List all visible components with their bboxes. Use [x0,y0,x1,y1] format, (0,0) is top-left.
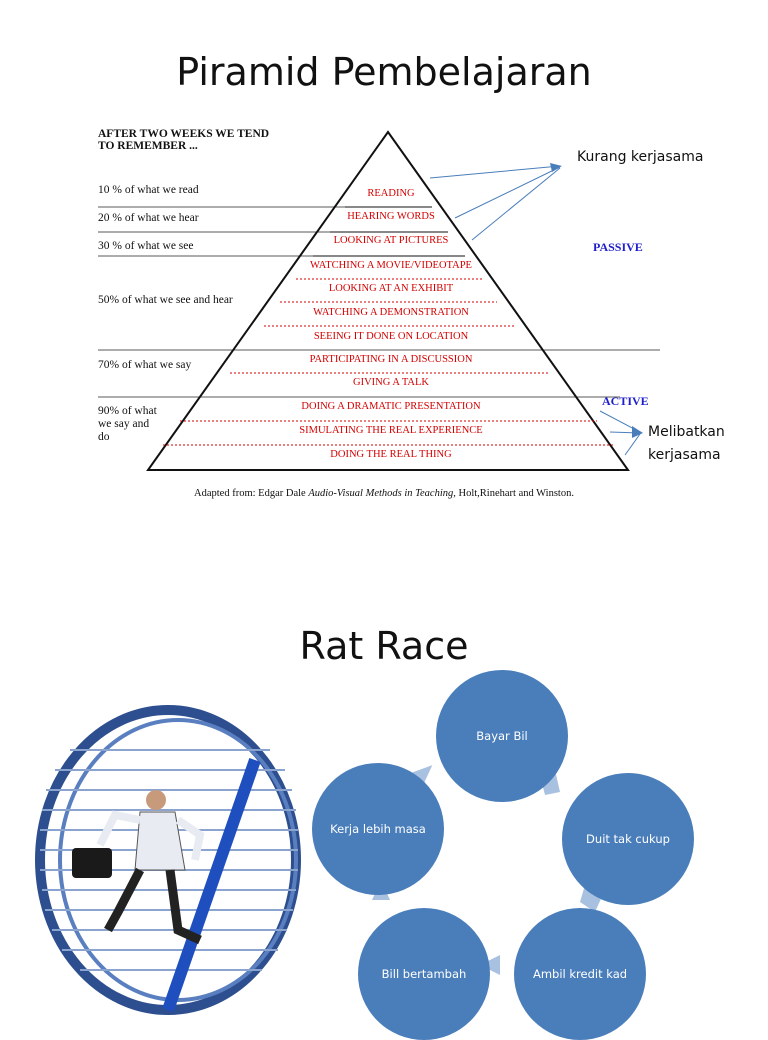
retention-see: 30 % of what we see [98,240,194,252]
running-man-icon [72,790,205,945]
cycle-node-bill-bertambah: Bill bertambah [358,908,490,1040]
cycle-node-duit-tak-cukup: Duit tak cukup [562,773,694,905]
cycle-node-label: Bayar Bil [476,728,528,743]
band-label: GIVING A TALK [353,377,429,388]
band-label: LOOKING AT PICTURES [333,235,449,246]
credit-suffix: , Holt,Rinehart and Winston. [453,488,574,499]
credit-prefix: Adapted from: Edgar Dale [194,488,309,499]
retention-read: 10 % of what we read [98,184,199,196]
band-label: LOOKING AT AN EXHIBIT [328,283,454,294]
kurang-kerjasama-note: Kurang kerjasama [577,149,704,165]
band-label: PARTICIPATING IN A DISCUSSION [309,354,473,365]
source-credit: Adapted from: Edgar Dale Audio-Visual Me… [0,488,768,499]
band-label: SIMULATING THE REAL EXPERIENCE [299,425,483,436]
cycle-node-label: Bill bertambah [381,966,467,981]
retention-say: 70% of what we say [98,359,192,371]
wheel-icon [35,705,301,1015]
retention-see-hear: 50% of what we see and hear [98,294,233,306]
band-label: DOING THE REAL THING [330,449,452,460]
band-label: READING [367,188,415,199]
band-label: WATCHING A DEMONSTRATION [313,307,469,318]
retention-say-do: 90% of what we say and do [98,405,157,443]
cycle-node-label: Ambil kredit kad [532,966,628,981]
melibatkan-note-line2: kerjasama [648,447,721,463]
cycle-node-label: Duit tak cukup [586,831,670,846]
slide-title-rat-race: Rat Race [299,624,469,668]
band-label: SEEING IT DONE ON LOCATION [313,331,469,342]
active-label: ACTIVE [602,394,649,408]
cycle-node-bayar-bil: Bayar Bil [436,670,568,802]
band-label: HEARING WORDS [347,211,435,222]
band-label: DOING A DRAMATIC PRESENTATION [301,401,481,412]
band-label: WATCHING A MOVIE/VIDEOTAPE [310,260,472,271]
cycle-node-kerja-lebih-masa: Kerja lebih masa [312,763,444,895]
passive-label: PASSIVE [593,240,643,254]
cycle-node-ambil-kredit-kad: Ambil kredit kad [514,908,646,1040]
melibatkan-note-line1: Melibatkan [648,424,725,440]
retention-header: AFTER TWO WEEKS WE TEND TO REMEMBER ... [98,128,270,152]
cycle-node-label: Kerja lebih masa [330,821,426,836]
slide-title-piramid: Piramid Pembelajaran [176,50,592,94]
retention-hear: 20 % of what we hear [98,212,199,224]
credit-title: Audio-Visual Methods in Teaching [308,488,454,499]
